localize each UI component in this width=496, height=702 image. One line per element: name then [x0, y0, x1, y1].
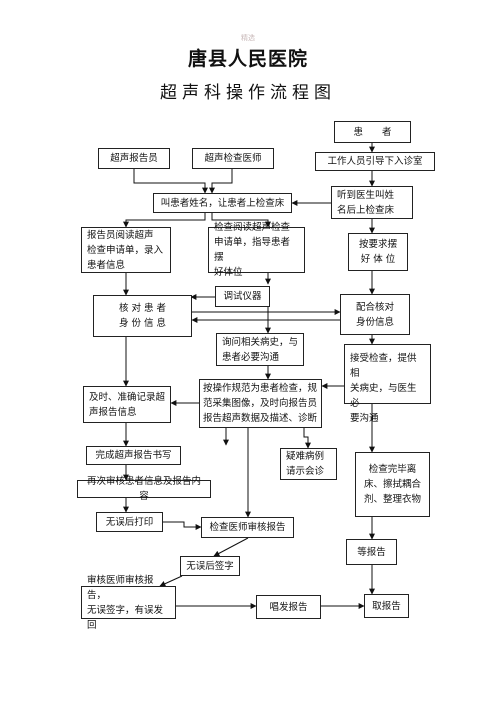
node-wait: 等报告 — [346, 539, 397, 565]
node-review-sign: 审核医师审核报告， 无误签字，有误发回 — [81, 575, 176, 631]
node-staff-guide: 工作人员引导下入诊室 — [315, 152, 435, 171]
node-patient: 患 者 — [334, 121, 411, 143]
edge-print-review — [163, 521, 202, 530]
node-difficult-case: 疑难病例 请示会诊 — [280, 448, 337, 480]
edge-perform-difficult — [303, 428, 311, 449]
node-position: 按要求摆 好 体 位 — [348, 233, 408, 271]
node-recheck: 再次审核患者信息及报告内容 — [77, 476, 211, 502]
node-record-info: 及时、准确记录超 声报告信息 — [83, 386, 171, 423]
edge-call-reporterread — [123, 213, 206, 228]
node-issue: 唱发报告 — [256, 595, 321, 619]
node-ask-history: 询问相关病史，与 患者必要沟通 — [216, 333, 304, 366]
node-review: 检查医师审核报告 — [201, 517, 294, 538]
watermark: 精选 — [241, 34, 255, 42]
node-sono-reporter: 超声报告员 — [98, 148, 170, 169]
edge-doctor-call — [209, 169, 233, 194]
node-accept-exam: 接受检查，提供相 关病史，与医生必 要沟通 — [344, 344, 431, 424]
node-doctor-read: 检查阅读超声检查 申请单，指导患者摆 好体位 — [208, 222, 305, 278]
node-print: 无误后打印 — [96, 512, 163, 532]
node-collect: 取报告 — [364, 594, 409, 618]
node-check-id: 核 对 患 者 身 份 信 息 — [93, 295, 192, 337]
node-sign: 无误后签字 — [180, 556, 240, 576]
node-after-exam: 检查完毕离 床、擦拭耦合 剂、整理衣物 — [355, 452, 430, 517]
node-adjust: 调试仪器 — [215, 286, 270, 307]
node-cooperate: 配合核对 身份信息 — [340, 294, 410, 335]
edge-call-doctorread — [211, 213, 271, 228]
node-perform-exam: 按操作规范为患者检查，规 范采集图像，及时向报告员 报告超声数据及描述、诊断 — [199, 379, 322, 428]
node-call-patient: 叫患者姓名，让患者上检查床 — [153, 193, 292, 213]
edge-review-sign — [213, 537, 249, 557]
node-finish-report: 完成超声报告书写 — [86, 446, 181, 465]
edge-sign-reviewsign — [159, 575, 183, 587]
node-hear-name: 听到医生叫姓 名后上检查床 — [331, 186, 413, 219]
edge-reporter-call — [133, 169, 208, 194]
page-subtitle: 超声科操作流程图 — [160, 83, 336, 103]
node-reporter-read: 报告员阅读超声 检查申请单，录入 患者信息 — [81, 227, 171, 273]
node-sono-doctor: 超声检查医师 — [192, 148, 274, 169]
page-title: 唐县人民医院 — [187, 48, 308, 70]
